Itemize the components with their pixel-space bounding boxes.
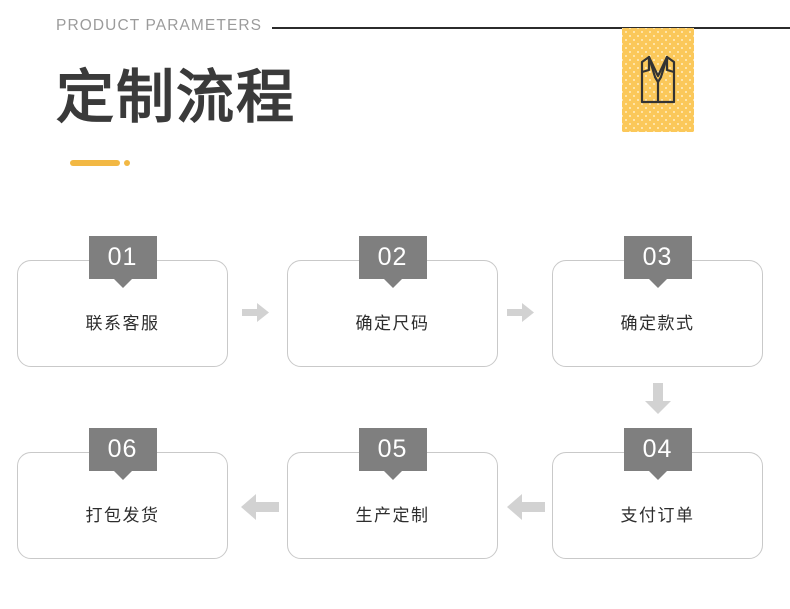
arrow-down-icon-step3-step4 bbox=[645, 383, 671, 414]
step-label-05: 生产定制 bbox=[355, 506, 430, 526]
page-title: 定制流程 bbox=[56, 65, 297, 130]
step-number-badge-01: 01 bbox=[88, 236, 157, 288]
step-label-04: 支付订单 bbox=[620, 506, 695, 526]
badge-pointer-06 bbox=[113, 471, 132, 480]
flow-step-02[interactable]: 02 确定尺码 bbox=[287, 236, 498, 367]
step-number-badge-04: 04 bbox=[623, 428, 692, 480]
arrow-right-icon-step2-step3 bbox=[507, 303, 534, 322]
step-number-03: 03 bbox=[642, 243, 673, 271]
step-label-01: 联系客服 bbox=[85, 314, 160, 334]
step-number-badge-06: 06 bbox=[88, 428, 157, 480]
header-divider-line bbox=[272, 27, 790, 29]
step-label-02: 确定尺码 bbox=[355, 314, 430, 334]
arrow-left-icon-step4-step5 bbox=[507, 494, 545, 520]
badge-pointer-02 bbox=[383, 279, 402, 288]
accent-underline-dot bbox=[124, 160, 130, 166]
step-label-03: 确定款式 bbox=[620, 314, 695, 334]
arrow-left-icon-step5-step6 bbox=[241, 494, 279, 520]
badge-pointer-01 bbox=[113, 279, 132, 288]
step-number-02: 02 bbox=[377, 243, 408, 271]
flow-step-05[interactable]: 05 生产定制 bbox=[287, 428, 498, 559]
arrow-right-icon-step1-step2 bbox=[242, 303, 269, 322]
step-number-06: 06 bbox=[107, 435, 138, 463]
flow-step-04[interactable]: 04 支付订单 bbox=[552, 428, 763, 559]
step-number-badge-05: 05 bbox=[358, 428, 427, 480]
flow-step-06[interactable]: 06 打包发货 bbox=[17, 428, 228, 559]
page-header: PRODUCT PARAMETERS 定制流程 bbox=[0, 0, 790, 200]
step-number-04: 04 bbox=[642, 435, 673, 463]
accent-underline-bar bbox=[70, 160, 120, 166]
shirt-icon-badge bbox=[622, 28, 694, 132]
flow-step-03[interactable]: 03 确定款式 bbox=[552, 236, 763, 367]
badge-pointer-04 bbox=[648, 471, 667, 480]
badge-pointer-03 bbox=[648, 279, 667, 288]
step-number-badge-02: 02 bbox=[358, 236, 427, 288]
step-label-06: 打包发货 bbox=[85, 506, 160, 526]
badge-pointer-05 bbox=[383, 471, 402, 480]
eyebrow-text: PRODUCT PARAMETERS bbox=[56, 17, 263, 34]
step-number-05: 05 bbox=[377, 435, 408, 463]
step-number-badge-03: 03 bbox=[623, 236, 692, 288]
flow-step-01[interactable]: 01 联系客服 bbox=[17, 236, 228, 367]
step-number-01: 01 bbox=[107, 243, 138, 271]
